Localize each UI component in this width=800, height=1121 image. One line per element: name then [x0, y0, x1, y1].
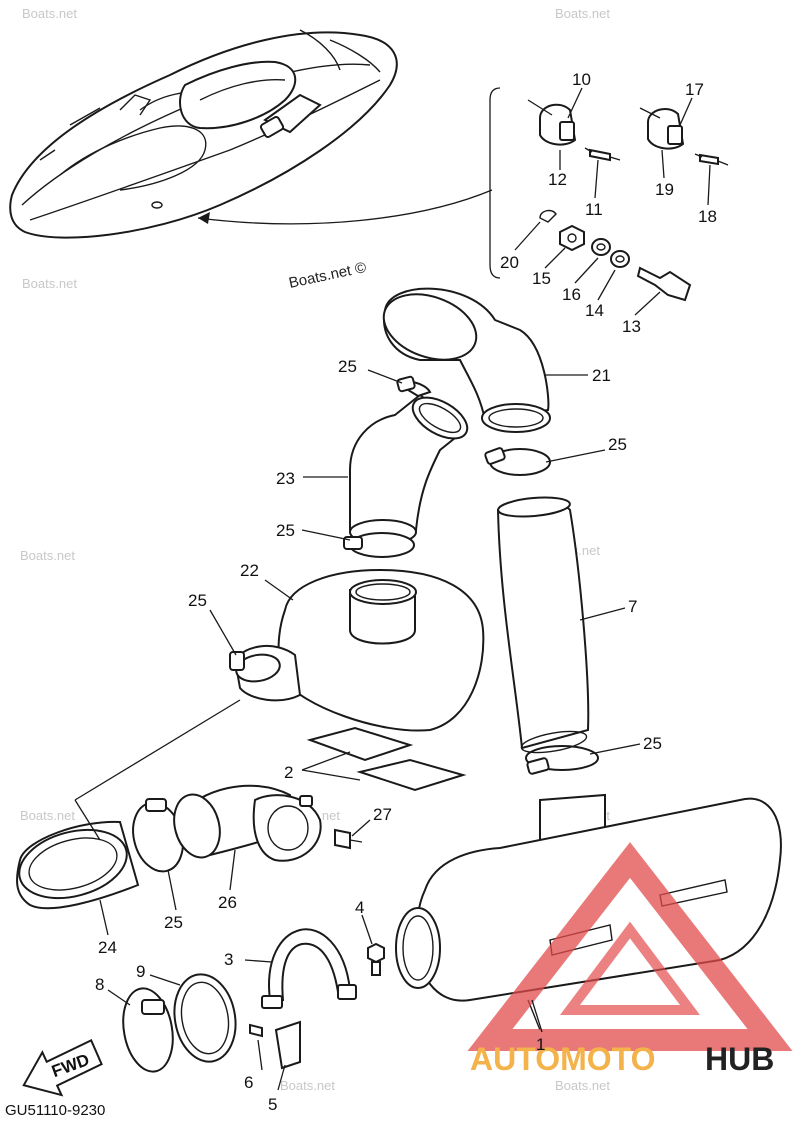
watermark: Boats.net: [555, 6, 610, 21]
callout-25: 25: [643, 734, 662, 753]
part-6-rivet: [249, 1023, 263, 1038]
callout-21: 21: [592, 366, 611, 385]
watermark: Boats.net: [22, 276, 77, 291]
leader-lines: [74, 87, 711, 1091]
fwd-arrow: FWD: [22, 1039, 103, 1097]
part-8-clamp: [122, 987, 174, 1073]
part-24-outlet-pipe: [16, 820, 140, 910]
callout-15: 15: [532, 269, 551, 288]
callout-24: 24: [98, 938, 117, 957]
callout-14: 14: [585, 301, 604, 320]
callout-11: 11: [585, 200, 603, 219]
callout-26: 26: [218, 893, 237, 912]
callout-10: 10: [572, 70, 591, 89]
callout-25: 25: [276, 521, 295, 540]
part-27-bolt: [334, 828, 351, 850]
callout-25: 25: [338, 357, 357, 376]
callout-12: 12: [548, 170, 567, 189]
callout-7: 7: [628, 597, 637, 616]
automotohub-logo: AUTOMOTO HUB: [467, 842, 793, 1077]
callout-5: 5: [268, 1095, 277, 1114]
callout-23: 23: [276, 469, 295, 488]
callout-17: 17: [685, 80, 704, 99]
watermark: Boats.net: [20, 548, 75, 563]
watermark: Boats.net: [22, 6, 77, 21]
small-parts-group: [527, 99, 729, 302]
callout-27: 27: [373, 805, 392, 824]
diagram-code: GU51110-9230: [5, 1102, 105, 1119]
detail-arrow: [197, 189, 493, 225]
watermark-main: Boats.net ©: [287, 259, 367, 292]
watermark: Boats.net: [20, 808, 75, 823]
callout-3: 3: [224, 950, 233, 969]
part-5-bracket: [274, 1020, 301, 1070]
callout-19: 19: [655, 180, 674, 199]
callout-25: 25: [164, 913, 183, 932]
callout-25: 25: [188, 591, 207, 610]
watermark: Boats.net: [555, 1078, 610, 1093]
watermark: Boats.net: [280, 1078, 335, 1093]
part-23-hose: [349, 393, 469, 545]
part-4-bolt: [367, 942, 385, 976]
callout-13: 13: [622, 317, 641, 336]
callout-8: 8: [95, 975, 104, 994]
detail-bracket: [489, 87, 501, 279]
callout-numbers: 10 12 11 17 19 18 20 15 16 14 13 21 25 2…: [95, 70, 717, 1114]
callout-18: 18: [698, 207, 717, 226]
callout-20: 20: [500, 253, 519, 272]
part-21-elbow: [382, 287, 551, 433]
callout-16: 16: [562, 285, 581, 304]
callout-2: 2: [284, 763, 293, 782]
callout-1: 1: [536, 1035, 545, 1054]
part-22-chamber: [229, 568, 485, 732]
part-9-grommet: [173, 973, 237, 1063]
callout-4: 4: [355, 898, 364, 917]
logo-text-secondary: HUB: [705, 1041, 774, 1077]
part-26-elbow: [173, 784, 322, 862]
part-7-hose: [496, 496, 590, 754]
logo-triangle-icon: [467, 842, 793, 1051]
clamps: [343, 375, 599, 775]
logo-text-primary: AUTOMOTO: [470, 1041, 655, 1077]
callout-6: 6: [244, 1073, 253, 1092]
callout-22: 22: [240, 561, 259, 580]
watercraft-illustration: [9, 29, 398, 239]
callout-9: 9: [136, 962, 145, 981]
callout-25: 25: [608, 435, 627, 454]
